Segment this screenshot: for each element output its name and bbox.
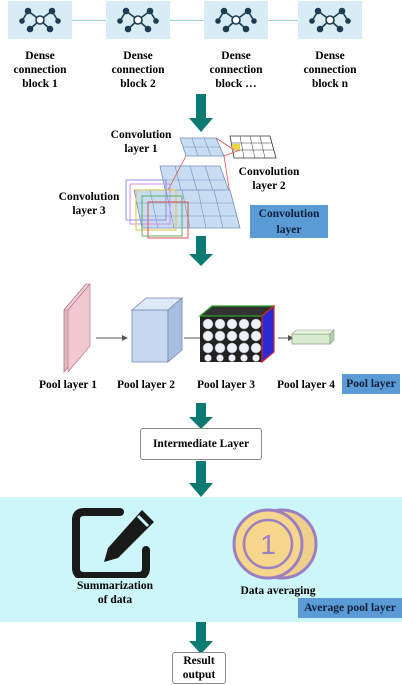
pool-layer-4-label: Pool layer 4 bbox=[277, 379, 335, 391]
down-arrow-icon bbox=[189, 622, 213, 654]
dense-link-line bbox=[40, 20, 340, 21]
convolution-grids-graphic bbox=[125, 135, 277, 239]
network-icon bbox=[106, 1, 170, 39]
network-icon bbox=[204, 1, 268, 39]
average-pool-layer-tag: Average pool layer bbox=[298, 598, 402, 618]
pool-layer-1-label: Pool layer 1 bbox=[39, 379, 97, 391]
coin-value: 1 bbox=[260, 529, 276, 560]
pool-layer-2-label: Pool layer 2 bbox=[117, 379, 175, 391]
coin-icon: 1 bbox=[232, 508, 318, 580]
intermediate-layer-box: Intermediate Layer bbox=[140, 428, 262, 460]
down-arrow-icon bbox=[189, 94, 213, 132]
pool-layers-graphic bbox=[63, 282, 335, 374]
pool-layer-tag: Pool layer bbox=[342, 374, 400, 394]
network-icon bbox=[8, 1, 72, 39]
down-arrow-icon bbox=[189, 236, 213, 266]
down-arrow-icon bbox=[189, 403, 213, 429]
down-arrow-icon bbox=[189, 461, 213, 497]
data-averaging-label: Data averaging bbox=[240, 585, 316, 597]
pool-layer-3-label: Pool layer 3 bbox=[197, 379, 255, 391]
edit-document-icon bbox=[72, 508, 154, 578]
network-icon bbox=[298, 1, 362, 39]
